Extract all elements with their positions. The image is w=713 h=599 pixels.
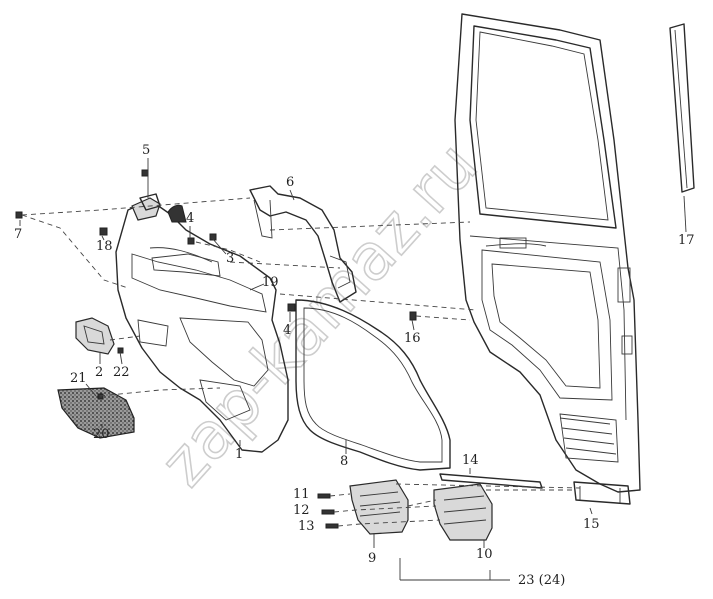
callout-4-lower: 4 bbox=[283, 323, 291, 338]
callout-6: 6 bbox=[286, 175, 294, 190]
callout-17: 17 bbox=[678, 233, 695, 248]
callout-20: 20 bbox=[93, 427, 110, 442]
fasteners bbox=[15, 169, 417, 400]
callout-15: 15 bbox=[583, 517, 600, 532]
part-8-seal bbox=[295, 299, 451, 471]
callout-8: 8 bbox=[340, 454, 348, 469]
part-5-clip bbox=[139, 193, 161, 211]
leader-lines bbox=[19, 158, 687, 581]
part-11-13-bolts bbox=[317, 493, 339, 529]
callout-18: 18 bbox=[96, 239, 113, 254]
callout-13: 13 bbox=[298, 519, 315, 534]
part-20-grille bbox=[57, 387, 135, 439]
callout-7: 7 bbox=[14, 227, 22, 242]
callout-22: 22 bbox=[113, 365, 130, 380]
part-14-rod bbox=[439, 473, 543, 489]
callout-16: 16 bbox=[404, 331, 421, 346]
assembly-lines bbox=[21, 197, 581, 527]
part-6-handle-bracket bbox=[249, 185, 357, 303]
callout-1: 1 bbox=[235, 447, 243, 462]
callout-3: 3 bbox=[226, 251, 234, 266]
callout-9: 9 bbox=[368, 551, 376, 566]
callout-23-24: 23 (24) bbox=[518, 573, 565, 588]
callout-labels: 1 2 3 4 4 5 6 7 8 9 10 11 12 13 14 15 16… bbox=[14, 143, 695, 588]
part-10-regulator-plate bbox=[433, 483, 493, 541]
part-1-inner-trim bbox=[115, 197, 289, 453]
callout-5: 5 bbox=[142, 143, 150, 158]
callout-10: 10 bbox=[476, 547, 493, 562]
watermark: zap-kamaz.ru bbox=[147, 129, 492, 501]
part-9-regulator-plate bbox=[349, 479, 409, 535]
callout-11: 11 bbox=[293, 487, 310, 502]
part-17-window-strip bbox=[669, 23, 695, 193]
callout-12: 12 bbox=[293, 503, 310, 518]
callout-21: 21 bbox=[70, 371, 87, 386]
callout-4-upper: 4 bbox=[186, 211, 194, 226]
door-frame bbox=[454, 13, 641, 493]
part-2-handle-cover bbox=[75, 317, 115, 355]
part-15-lower-bracket bbox=[573, 481, 631, 505]
callout-19: 19 bbox=[262, 275, 279, 290]
callout-2: 2 bbox=[95, 365, 103, 380]
callout-14: 14 bbox=[462, 453, 479, 468]
